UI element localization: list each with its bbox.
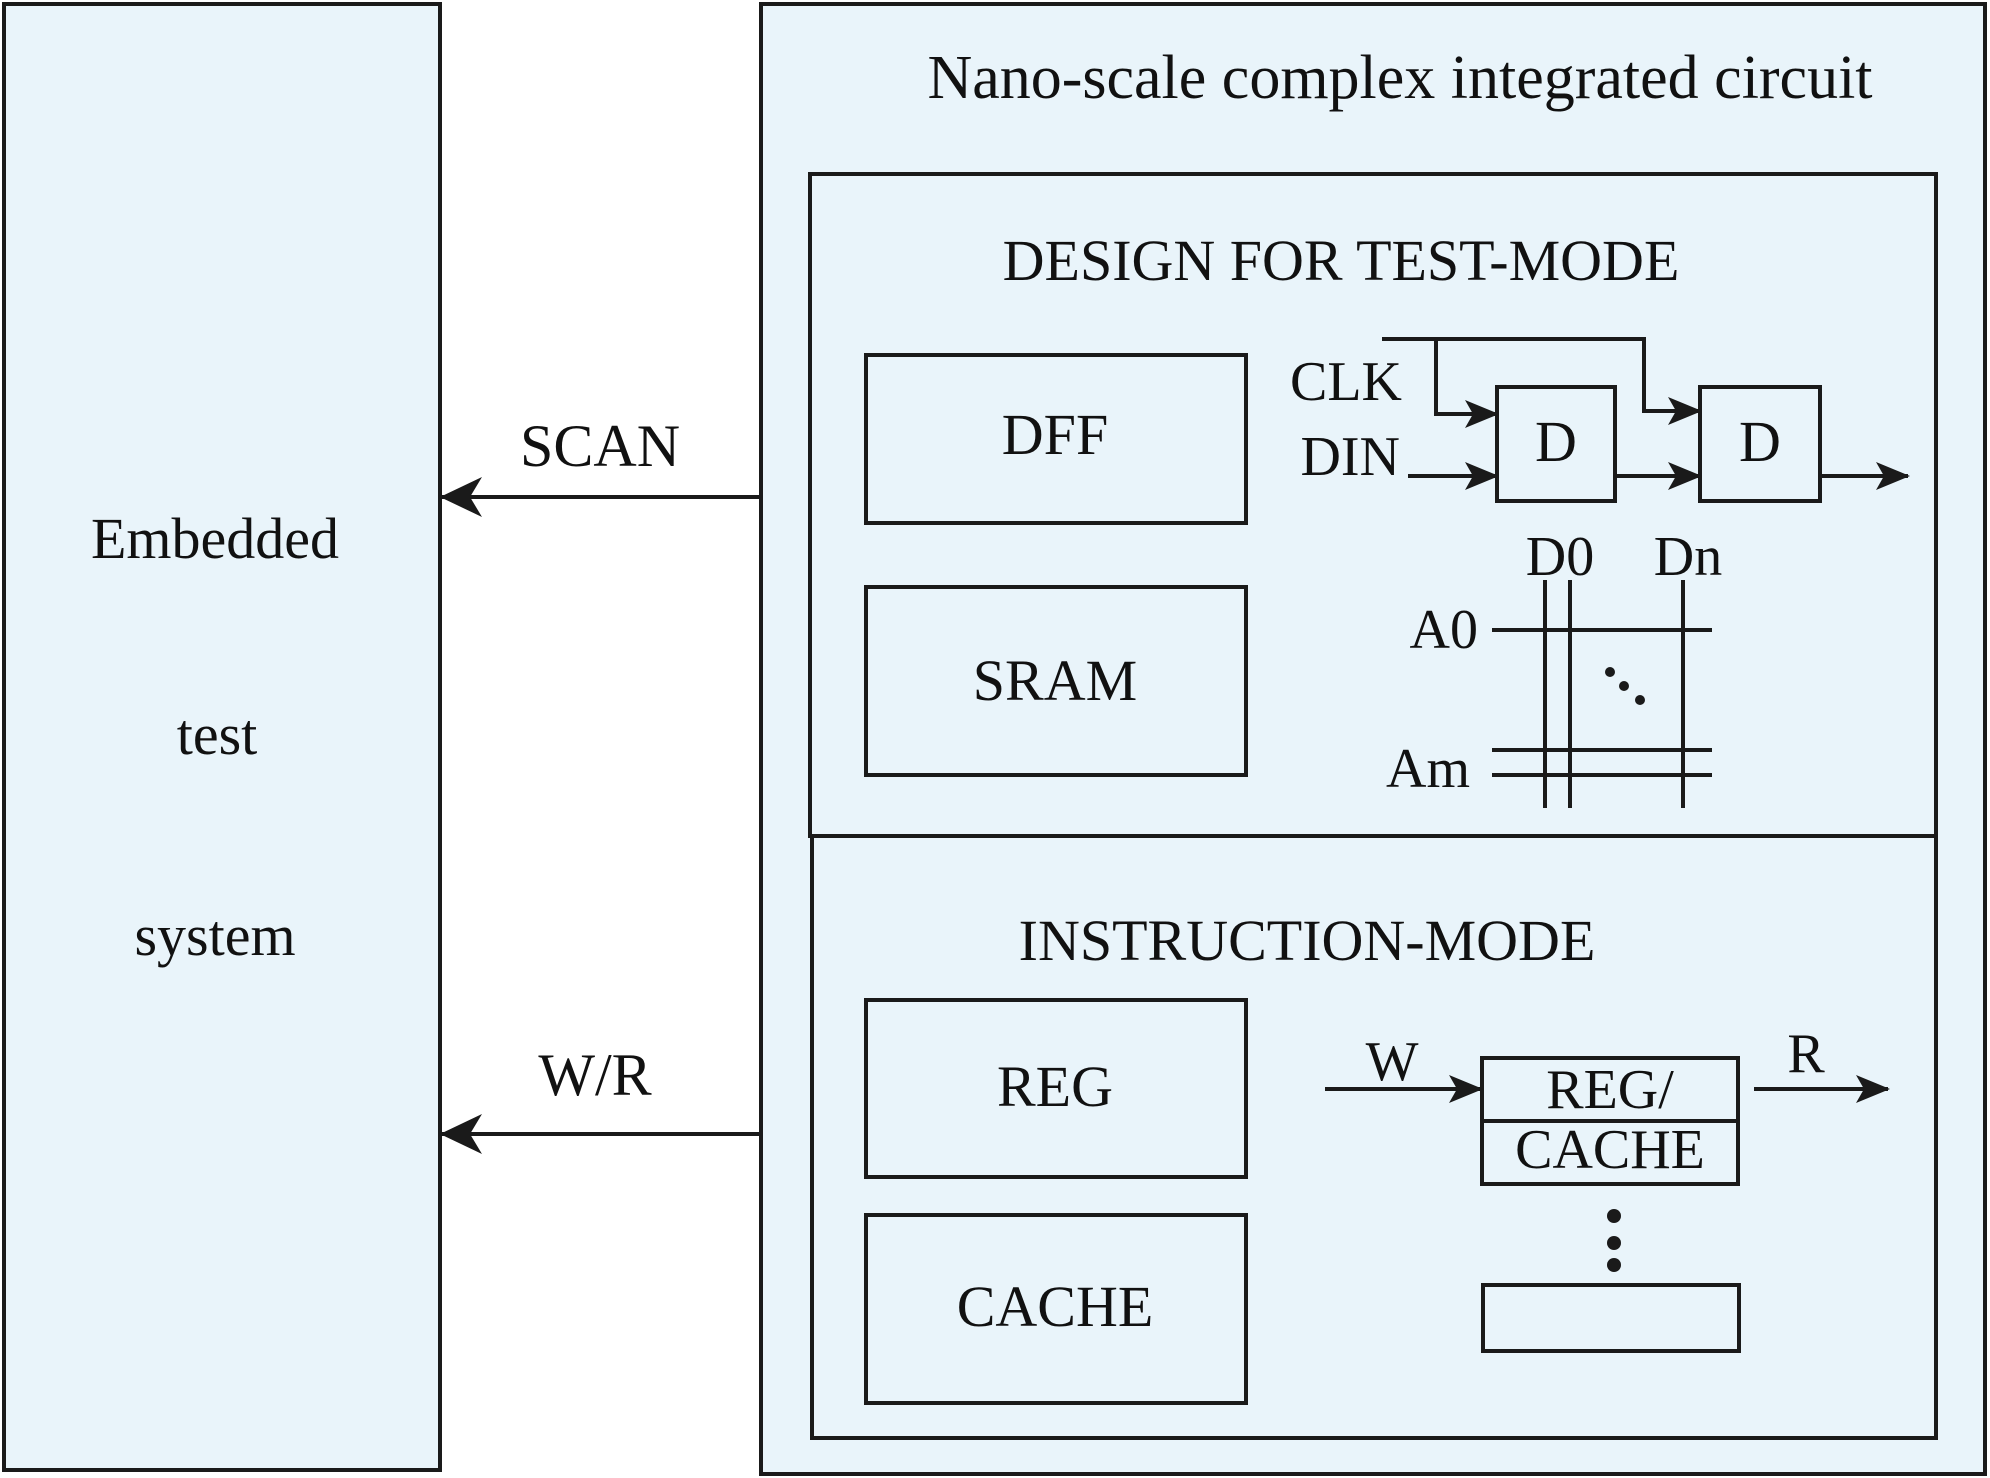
sram-array: D0 Dn A0 Am [1386, 526, 1722, 808]
flipflop-1-label: D [1535, 409, 1577, 474]
flipflop-2 [1698, 385, 1822, 503]
embedded-label-line1: Embedded [91, 506, 339, 571]
regfile-cell-line1: REG/ [1546, 1059, 1674, 1121]
row-last-label: Am [1386, 738, 1470, 800]
read-label: R [1787, 1023, 1825, 1085]
cache-label: CACHE [957, 1274, 1154, 1339]
flipflop-2-label: D [1739, 409, 1781, 474]
dff-label: DFF [1002, 402, 1108, 467]
regfile-cell-last [1481, 1283, 1741, 1353]
regfile-cell-bottom [1480, 1119, 1740, 1186]
embedded-test-system-box [2, 2, 442, 1472]
embedded-label-line2: test [177, 702, 258, 767]
scan-link: SCAN [440, 413, 810, 517]
ellipsis-dot [1619, 681, 1629, 691]
ellipsis-dot [1607, 1209, 1621, 1223]
register-file: W R REG/ CACHE [1325, 1023, 1890, 1353]
col-first-label: D0 [1526, 526, 1594, 588]
reg-label: REG [997, 1054, 1113, 1119]
flipflop-1 [1495, 385, 1617, 503]
ellipsis-dot [1635, 695, 1645, 705]
write-label: W [1366, 1031, 1419, 1093]
dft-mode-title: DESIGN FOR TEST-MODE [1003, 228, 1680, 293]
instruction-mode-title: INSTRUCTION-MODE [1019, 908, 1596, 973]
reg-block [864, 998, 1248, 1179]
embedded-label-line3: system [134, 903, 295, 968]
scan-chain: CLK DIN D D [1290, 337, 1910, 503]
ellipsis-dot [1605, 667, 1615, 677]
wr-link: W/R [440, 1042, 810, 1154]
col-last-label: Dn [1654, 526, 1722, 588]
integrated-circuit-title: Nano-scale complex integrated circuit [927, 44, 1872, 112]
wr-label: W/R [538, 1042, 651, 1108]
ellipsis-dot [1607, 1258, 1621, 1272]
row-first-label: A0 [1410, 599, 1478, 661]
din-label: DIN [1300, 426, 1400, 488]
dft-mode-panel: DESIGN FOR TEST-MODE DFF SRAM CLK DIN D … [808, 172, 1938, 838]
instruction-mode-panel: INSTRUCTION-MODE REG CACHE W R REG/ CACH… [810, 834, 1938, 1440]
ellipsis-dot [1607, 1236, 1621, 1250]
sram-label: SRAM [973, 648, 1137, 713]
dff-block [864, 353, 1248, 525]
sram-block [864, 585, 1248, 777]
clk-wire-ff2 [1382, 337, 1702, 425]
embedded-test-system: Embedded test system [2, 2, 442, 1472]
regfile-cell-line2: CACHE [1515, 1119, 1705, 1181]
scan-label: SCAN [520, 413, 680, 479]
clk-label: CLK [1290, 351, 1402, 413]
cache-block [864, 1213, 1248, 1405]
